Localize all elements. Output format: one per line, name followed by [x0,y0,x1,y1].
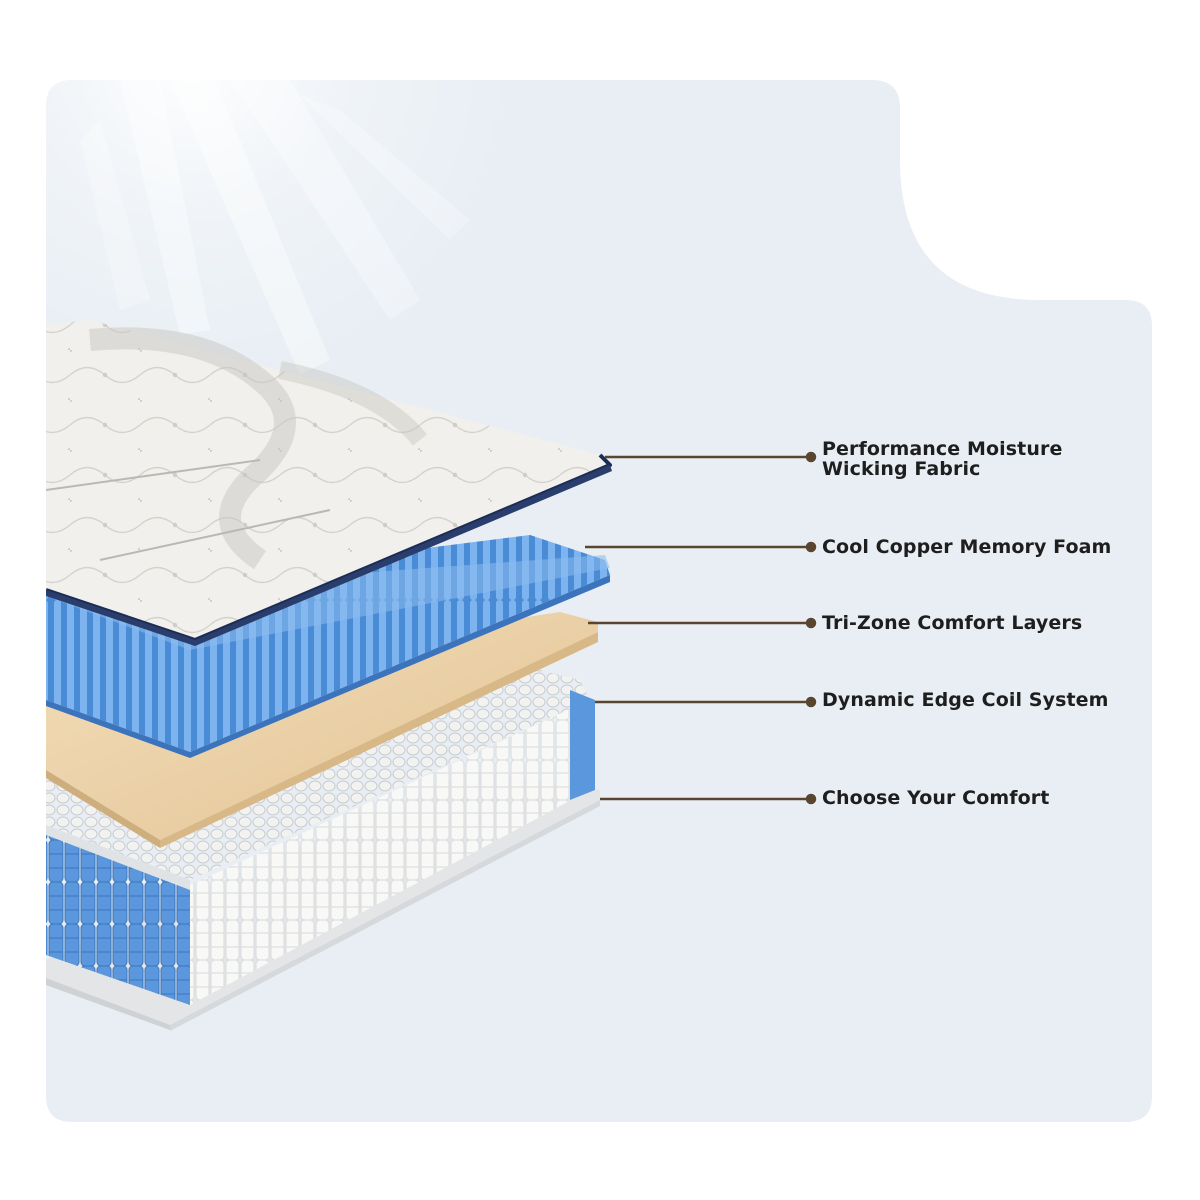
cloud-swirl-icon [937,135,1144,247]
label-fabric: Performance Moisture Wicking Fabric [822,439,1062,479]
label-comfort-layers: Tri-Zone Comfort Layers [822,613,1082,633]
label-memory-foam-text: Cool Copper Memory Foam [822,536,1112,558]
leader-lines [585,451,817,805]
label-base: Choose Your Comfort [822,788,1049,808]
label-fabric-line-1: Performance Moisture [822,438,1063,460]
label-memory-foam: Cool Copper Memory Foam [822,537,1111,557]
label-coil-system: Dynamic Edge Coil System [822,690,1109,710]
label-fabric-line-2: Wicking Fabric [822,458,981,480]
fabric-layer [46,320,612,646]
label-base-text: Choose Your Comfort [822,787,1050,809]
label-coil-system-text: Dynamic Edge Coil System [822,689,1109,711]
label-comfort-layers-text: Tri-Zone Comfort Layers [822,612,1083,634]
comfort-layer [46,612,598,848]
